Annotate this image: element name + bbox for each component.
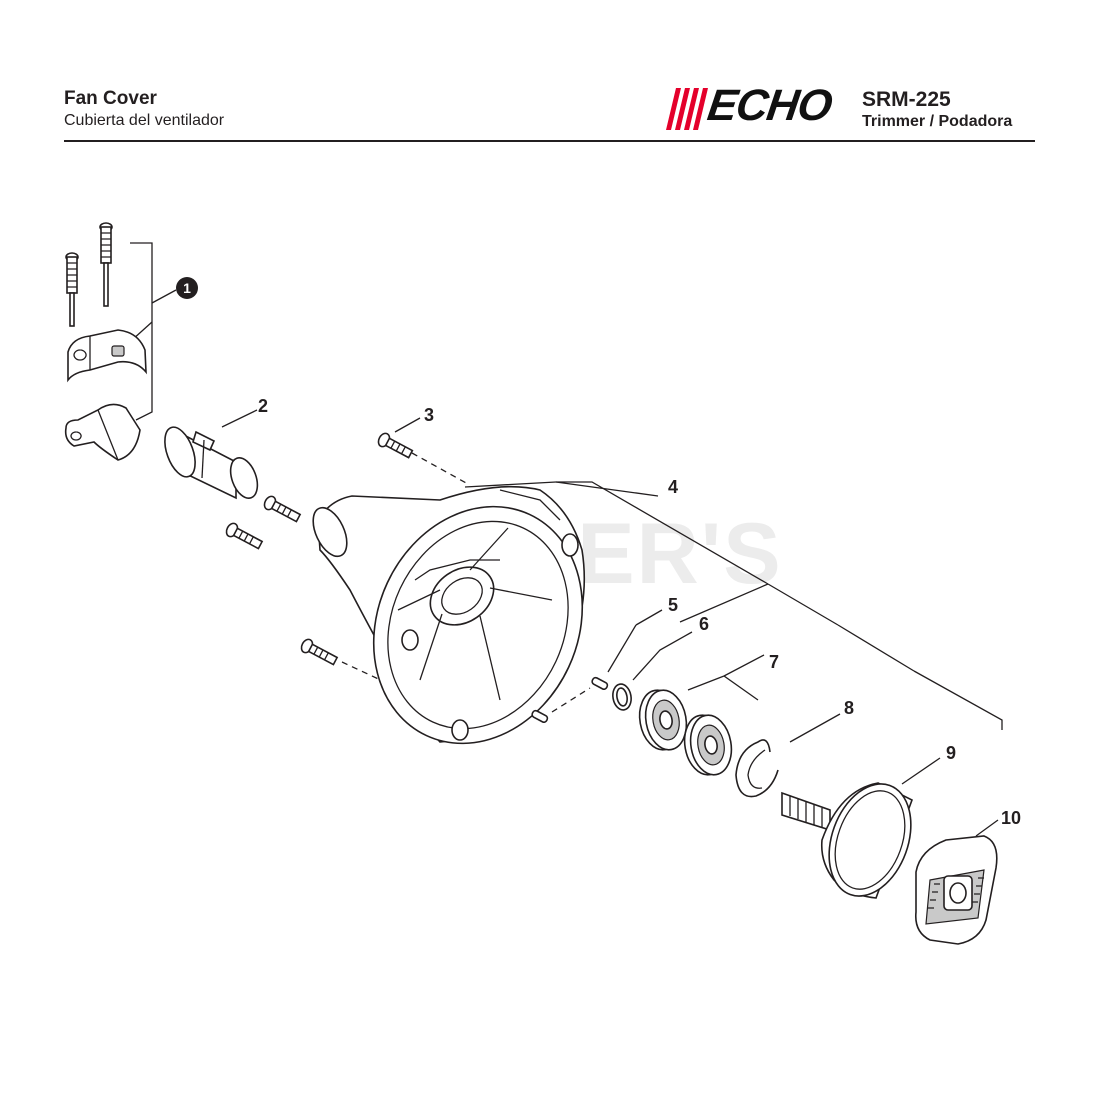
callout-6: 6 (699, 614, 709, 634)
callout-8: 8 (844, 698, 854, 718)
part-1-clamp-assembly (64, 222, 177, 461)
part-9-clutch-drum (781, 782, 913, 899)
brand-stripes-icon (666, 88, 708, 130)
part-7-bearings (638, 689, 733, 776)
page-title: Fan Cover (64, 88, 157, 109)
callout-2: 2 (258, 396, 268, 416)
part-10-clutch-shoe (914, 835, 998, 945)
callout-5: 5 (668, 595, 678, 615)
model-number: SRM-225 (862, 88, 951, 111)
callout-1-badge (176, 277, 198, 299)
page-subtitle: Cubierta del ventilador (64, 112, 225, 129)
part-3-screws (225, 432, 414, 666)
callout-9: 9 (946, 743, 956, 763)
callout-3: 3 (424, 405, 434, 425)
callout-4: 4 (668, 477, 678, 497)
part-6-snap-ring (612, 683, 632, 711)
product-type: Trimmer / Podadora (862, 113, 1013, 130)
header-divider (64, 140, 1035, 142)
part-8-snap-ring (735, 739, 779, 798)
callout-10: 10 (1001, 808, 1021, 828)
part-2-sleeve (164, 426, 259, 500)
part-5-pins (531, 676, 609, 724)
callout-7: 7 (769, 652, 779, 672)
callout-1: 1 (183, 280, 191, 296)
part-4-fan-cover-housing (312, 485, 586, 745)
